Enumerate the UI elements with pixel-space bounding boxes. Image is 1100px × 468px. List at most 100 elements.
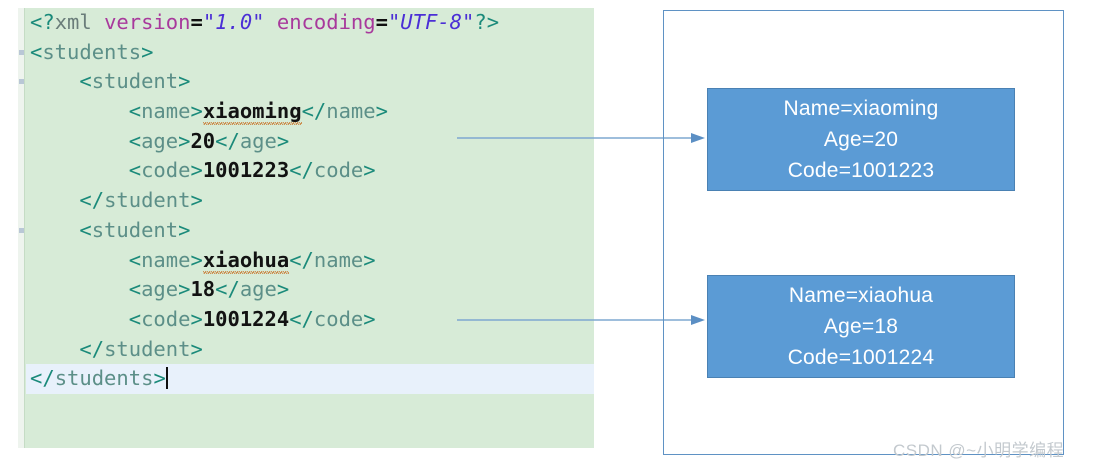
code-token: xiaohua [202,247,290,274]
line-code-1[interactable]: <code>1001223</code> [26,156,594,186]
code-token: student [104,336,191,361]
code-token: xiaoming [202,99,302,126]
code-token: > [276,277,290,302]
code-token: < [30,39,43,64]
code-token: 20 [190,128,216,153]
line-name-1[interactable]: <name>xiaoming</name> [26,97,594,127]
code-token: > [190,336,203,361]
code-token: student [91,217,179,242]
fold-marker-icon[interactable] [19,49,24,55]
code-token [30,307,129,331]
code-token: "1.0" [202,10,265,34]
code-token: > [190,188,203,213]
code-token: xml [54,10,92,34]
code-token: > [190,306,203,331]
code-token: </ [79,188,105,213]
code-token: code [313,158,364,183]
line-declaration[interactable]: <?xml version="1.0" encoding="UTF-8"?> [26,8,594,38]
code-token [30,218,79,242]
text-caret [165,367,168,390]
line-student-close-1[interactable]: </student> [26,186,594,216]
code-token: age [239,128,277,153]
code-token: < [128,247,142,272]
code-token: code [141,306,191,331]
xml-code-editor[interactable]: <?xml version="1.0" encoding="UTF-8"?><s… [18,8,594,448]
code-token: </ [215,277,240,302]
code-token [30,248,129,272]
code-token: > [178,128,191,153]
code-token: <? [30,10,55,34]
code-token: </ [301,99,327,124]
info-box-line: Age=18 [823,315,899,338]
info-box-xiaohua: Name=xiaohua Age=18 Code=1001224 [707,275,1015,378]
line-students-close[interactable]: </students> [26,364,594,394]
code-token: </ [289,247,314,272]
info-box-xiaoming: Name=xiaoming Age=20 Code=1001223 [707,88,1015,191]
line-student-open-2[interactable]: <student> [26,216,594,246]
code-token: = [375,10,388,34]
line-age-2[interactable]: <age>18</age> [26,275,594,305]
code-token: code [313,306,364,331]
fold-marker-icon[interactable] [19,227,24,233]
fold-marker-icon[interactable] [19,79,24,85]
code-token: </ [289,158,314,183]
code-token: </ [79,336,105,361]
code-token: > [178,69,191,94]
code-token: version [104,10,191,34]
line-code-2[interactable]: <code>1001224</code> [26,305,594,335]
code-token: > [363,306,376,331]
code-token: > [375,99,388,124]
code-token: > [190,247,203,272]
line-name-2[interactable]: <name>xiaohua</name> [26,246,594,276]
code-token: 1001224 [202,306,290,331]
code-token: </ [30,366,55,391]
line-age-1[interactable]: <age>20</age> [26,127,594,157]
code-token: age [141,277,179,302]
code-token [92,10,104,34]
code-token: age [141,128,179,153]
code-token: name [141,99,191,124]
code-token: < [128,99,142,124]
diagram-frame [663,10,1064,455]
code-token: > [363,158,376,183]
code-token: < [128,128,142,153]
code-token: encoding [276,10,376,34]
code-token: student [104,188,191,213]
code-token: > [178,277,191,302]
code-token: ?> [474,10,500,34]
info-box-line: Name=xiaoming [783,97,939,120]
code-token: "UTF-8" [387,10,475,34]
line-students-open[interactable]: <students> [26,38,594,68]
line-student-open-1[interactable]: <student> [26,67,594,97]
info-box-line: Age=20 [823,128,899,151]
editor-gutter[interactable] [18,8,25,448]
code-token: > [141,39,154,64]
watermark: CSDN @~小明学编程 [893,441,1065,460]
code-content[interactable]: <?xml version="1.0" encoding="UTF-8"?><s… [26,8,594,448]
code-token: < [128,158,142,183]
code-token: students [42,39,142,64]
code-token: code [141,158,191,183]
code-token: > [178,217,191,242]
code-token: </ [215,128,240,153]
code-token: > [363,247,376,272]
code-token: > [190,99,203,124]
code-token: < [128,277,142,302]
code-token: student [91,69,179,94]
code-token [30,69,79,93]
code-token: 1001223 [202,158,290,183]
code-token: = [190,10,203,34]
info-box-line: Code=1001224 [787,346,935,369]
line-student-close-2[interactable]: </student> [26,335,594,365]
arrow-name-to-box-1 [457,133,705,143]
code-token [30,337,79,361]
code-token [30,158,129,182]
code-token: > [153,366,166,391]
code-token [30,129,129,153]
code-token: > [276,128,290,153]
code-token: < [128,306,142,331]
code-token: < [79,217,92,242]
code-token: name [313,247,364,272]
code-token [30,277,129,301]
code-token [265,10,277,34]
